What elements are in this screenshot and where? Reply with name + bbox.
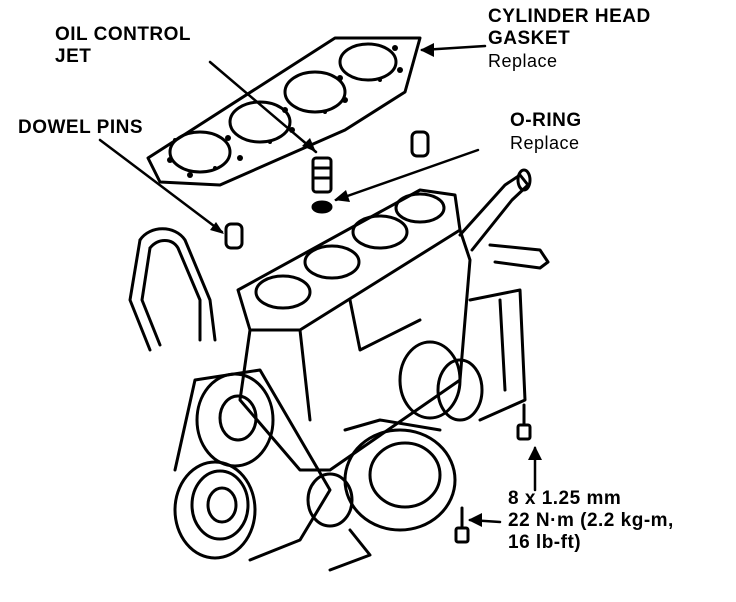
distributor	[398, 288, 527, 422]
timing-belt	[128, 227, 217, 352]
cylinder-head-gasket-note: Replace	[488, 51, 558, 71]
bolt-spec-line-3: 16 lb-ft)	[508, 532, 582, 553]
dowel-pins	[224, 130, 430, 250]
dowel-pins-label: DOWEL PINS	[18, 117, 143, 138]
o-ring-label: O-RING Replace	[510, 110, 582, 154]
bolt-spec-line-1: 8 x 1.25 mm	[508, 488, 622, 509]
engine-block	[236, 188, 472, 472]
oil-control-jet-line-2: JET	[55, 46, 92, 67]
water-pipe	[458, 168, 550, 270]
head-bolts	[454, 403, 532, 544]
cylinder-head-gasket-line-2: GASKET	[488, 28, 571, 49]
oil-control-jet-label: OIL CONTROL JET	[55, 24, 191, 68]
bolt-spec-line-2: 22 N·m (2.2 kg-m,	[508, 510, 674, 531]
cylinder-head-gasket-label: CYLINDER HEAD GASKET Replace	[488, 6, 651, 72]
cylinder-head-gasket	[146, 36, 422, 187]
crankshaft-pulley	[173, 368, 332, 562]
leader-lines	[98, 44, 537, 524]
o-ring-note: Replace	[510, 133, 580, 153]
alternator	[306, 418, 457, 572]
o-ring	[311, 200, 333, 214]
oil-control-jet	[311, 156, 333, 194]
arrowheads	[210, 43, 542, 527]
oil-control-jet-line-1: OIL CONTROL	[55, 24, 192, 45]
o-ring-line-1: O-RING	[510, 110, 582, 131]
cylinder-head-gasket-line-1: CYLINDER HEAD	[488, 6, 651, 27]
bolt-spec-label: 8 x 1.25 mm 22 N·m (2.2 kg-m, 16 lb-ft)	[508, 488, 674, 554]
